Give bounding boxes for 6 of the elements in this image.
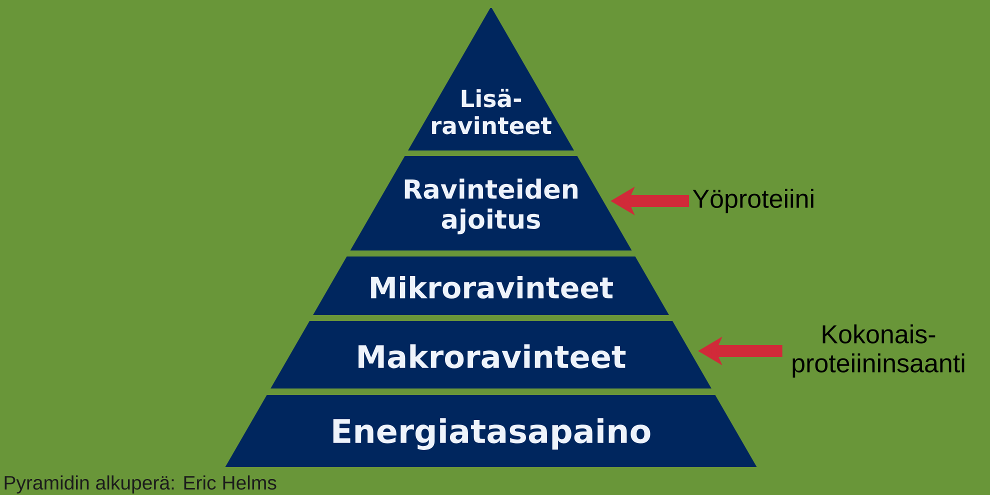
source-caption: Pyramidin alkuperä: Eric Helms — [4, 475, 276, 494]
pyramid-tier: Energiatasapaino — [225, 395, 757, 467]
annotation-label: Yöproteiini — [692, 188, 814, 214]
annotation-label: Kokonais- proteiininsaanti — [792, 324, 964, 378]
pyramid-tier: Lisä- ravinteet — [408, 8, 574, 150]
pyramid-tier: Ravinteiden ajoitus — [350, 156, 632, 250]
